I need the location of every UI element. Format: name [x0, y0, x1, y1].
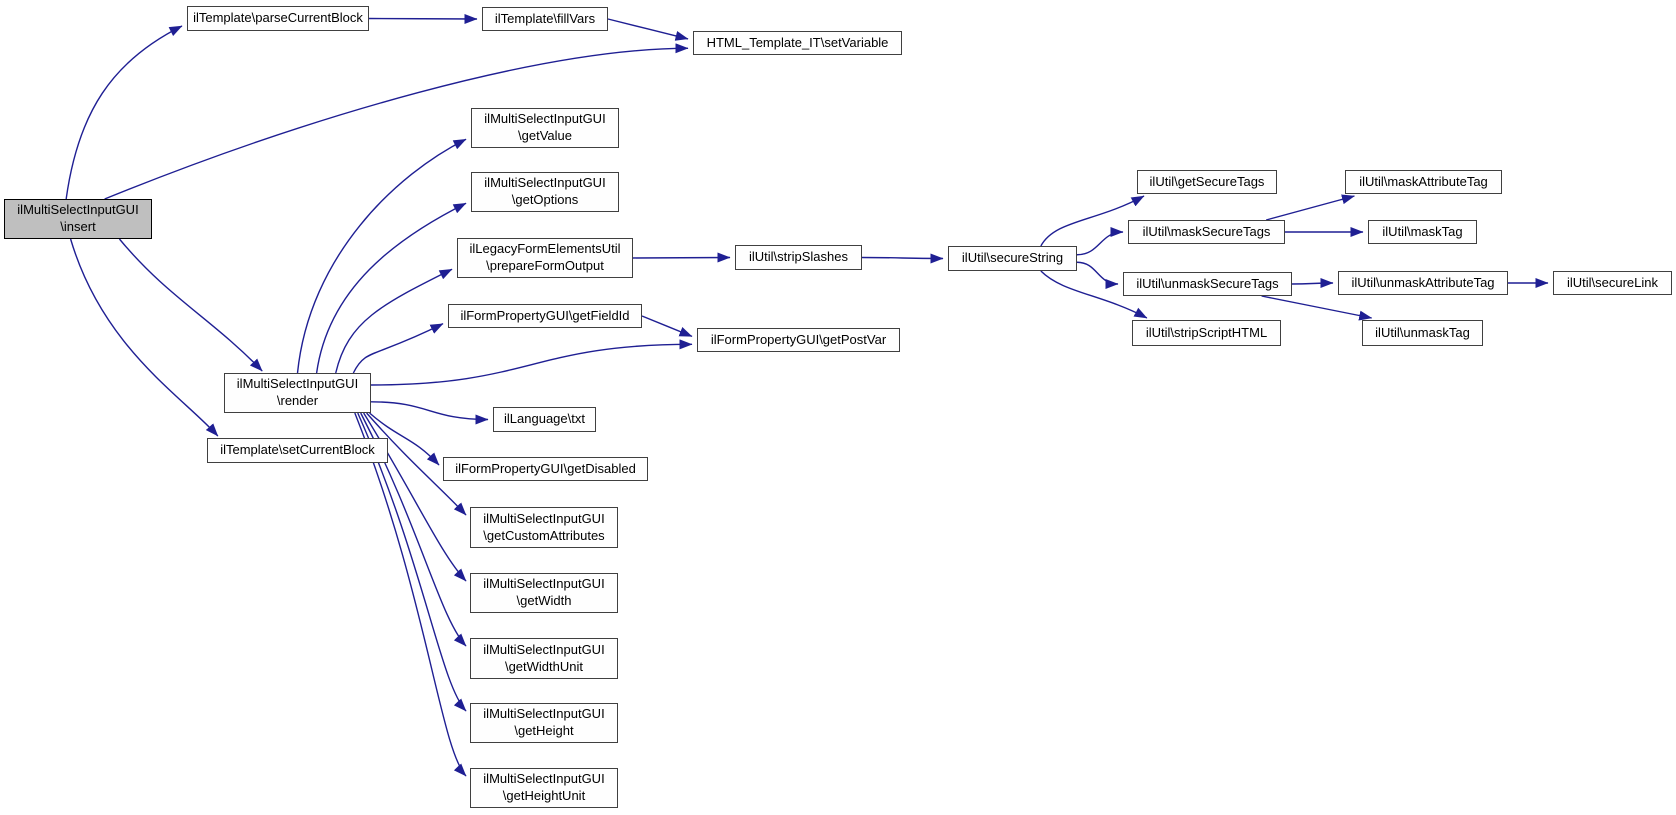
node-label: \getWidthUnit — [504, 658, 584, 674]
node-label: \getValue — [518, 128, 572, 143]
graph-node-render[interactable]: ilMultiSelectInputGUI\render — [224, 373, 371, 413]
graph-node-getDisabled[interactable]: ilFormPropertyGUI\getDisabled — [443, 457, 648, 481]
node-label: ilFormPropertyGUI\getPostVar — [710, 331, 887, 347]
node-label: ilUtil\stripSlashes — [749, 249, 848, 265]
node-label: \getWidth — [516, 593, 572, 608]
node-label: \getHeightUnit — [502, 788, 586, 803]
node-label: ilUtil\maskTag — [1382, 223, 1463, 239]
edge-secureString-unmaskSecureTags — [1076, 261, 1119, 289]
graph-node-stripScriptHTML[interactable]: ilUtil\stripScriptHTML — [1132, 320, 1281, 346]
node-label: ilUtil\getSecureTags — [1149, 173, 1265, 189]
graph-node-secureString[interactable]: ilUtil\secureString — [948, 246, 1077, 271]
graph-node-getWidthUnit[interactable]: ilMultiSelectInputGUI\getWidthUnit — [470, 638, 618, 679]
node-label: ilMultiSelectInputGUI — [17, 202, 139, 218]
node-label: \getCustomAttributes — [483, 527, 605, 543]
edge-render-getCustomAttributes — [366, 412, 467, 516]
graph-node-secureLink[interactable]: ilUtil\secureLink — [1553, 271, 1672, 295]
graph-node-unmaskSecureTags[interactable]: ilUtil\unmaskSecureTags — [1123, 272, 1292, 296]
node-label: ilMultiSelectInputGUI — [483, 771, 605, 787]
node-label: ilMultiSelectInputGUI — [236, 376, 359, 392]
node-label: ilUtil\unmaskAttributeTag — [1351, 274, 1495, 290]
edge-secureString-maskSecureTags — [1076, 227, 1124, 256]
node-label: ilUtil\secureString — [961, 250, 1064, 266]
node-label: \getOptions — [511, 192, 579, 207]
node-label: \getHeight — [514, 723, 574, 738]
edge-insert-setCurrentBlock — [69, 238, 219, 437]
node-label: ilUtil\stripScriptHTML — [1145, 324, 1268, 340]
node-label: ilMultiSelectInputGUI — [483, 576, 605, 592]
graph-node-getHeightUnit[interactable]: ilMultiSelectInputGUI\getHeightUnit — [470, 768, 618, 808]
node-label: ilFormPropertyGUI\getFieldId — [460, 307, 630, 323]
node-label: ilMultiSelectInputGUI — [483, 641, 605, 657]
graph-node-maskSecureTags[interactable]: ilUtil\maskSecureTags — [1128, 220, 1285, 244]
node-label: ilMultiSelectInputGUI — [484, 175, 606, 191]
node-label: ilTemplate\setCurrentBlock — [220, 442, 375, 458]
edge-render-getFieldId — [352, 323, 444, 374]
graph-node-unmaskAttributeTag[interactable]: ilUtil\unmaskAttributeTag — [1338, 271, 1508, 295]
edge-render-prepareFormOutput — [335, 268, 453, 374]
graph-node-prepareFormOutput[interactable]: ilLegacyFormElementsUtil\prepareFormOutp… — [457, 238, 633, 278]
edge-render-getValue — [296, 138, 467, 374]
node-label: \prepareFormOutput — [486, 258, 604, 273]
edge-fillVars-setVariable — [607, 18, 689, 41]
node-label: ilUtil\maskSecureTags — [1142, 223, 1271, 239]
node-label: ilLegacyFormElementsUtil — [469, 241, 621, 257]
node-label: ilMultiSelectInputGUI — [483, 510, 605, 526]
graph-node-setVariable[interactable]: HTML_Template_IT\setVariable — [693, 31, 902, 55]
graph-node-getWidth[interactable]: ilMultiSelectInputGUI\getWidth — [470, 573, 618, 613]
edge-stripSlashes-secureString — [861, 253, 944, 264]
edge-insert-render — [118, 238, 263, 372]
graph-node-getSecureTags[interactable]: ilUtil\getSecureTags — [1137, 170, 1277, 194]
node-label: ilMultiSelectInputGUI — [484, 111, 606, 127]
node-label: \insert — [60, 219, 96, 234]
edge-render-txt — [370, 401, 489, 425]
graph-node-getPostVar[interactable]: ilFormPropertyGUI\getPostVar — [697, 328, 900, 352]
node-label: \render — [276, 393, 319, 408]
edge-render-getHeightUnit — [354, 412, 467, 777]
edge-secureString-stripScriptHTML — [1040, 270, 1148, 319]
edge-render-getPostVar — [370, 339, 693, 386]
graph-node-getCustomAttributes[interactable]: ilMultiSelectInputGUI\getCustomAttribute… — [470, 507, 618, 548]
edge-prepareFormOutput-stripSlashes — [632, 252, 731, 263]
graph-node-maskTag[interactable]: ilUtil\maskTag — [1368, 220, 1477, 244]
node-label: ilUtil\secureLink — [1566, 274, 1659, 290]
graph-node-getHeight[interactable]: ilMultiSelectInputGUI\getHeight — [470, 703, 618, 743]
node-label: ilTemplate\parseCurrentBlock — [193, 10, 363, 26]
edge-insert-parseCurrentBlock — [65, 25, 183, 200]
graph-node-getOptions[interactable]: ilMultiSelectInputGUI\getOptions — [471, 172, 619, 212]
edge-insert-setVariable — [104, 43, 689, 200]
edge-render-getDisabled — [369, 412, 440, 466]
edge-render-getOptions — [315, 202, 467, 374]
edge-secureString-getSecureTags — [1040, 195, 1145, 247]
graph-node-stripSlashes[interactable]: ilUtil\stripSlashes — [735, 245, 862, 270]
graph-node-setCurrentBlock[interactable]: ilTemplate\setCurrentBlock — [207, 438, 388, 463]
graph-node-fillVars[interactable]: ilTemplate\fillVars — [482, 7, 608, 31]
graph-node-insert[interactable]: ilMultiSelectInputGUI\insert — [4, 199, 152, 239]
node-label: ilUtil\maskAttributeTag — [1359, 173, 1488, 189]
node-label: ilTemplate\fillVars — [494, 10, 596, 26]
node-label: ilMultiSelectInputGUI — [483, 706, 605, 722]
graph-node-maskAttributeTag[interactable]: ilUtil\maskAttributeTag — [1345, 170, 1502, 194]
edge-maskSecureTags-maskAttributeTag — [1265, 194, 1355, 221]
edge-getFieldId-getPostVar — [641, 315, 693, 338]
graph-node-parseCurrentBlock[interactable]: ilTemplate\parseCurrentBlock — [187, 6, 369, 31]
edge-render-getHeight — [357, 412, 467, 712]
node-label: ilUtil\unmaskTag — [1375, 324, 1470, 340]
graph-node-unmaskTag[interactable]: ilUtil\unmaskTag — [1362, 320, 1483, 346]
edge-parseCurrentBlock-fillVars — [368, 13, 478, 24]
edge-unmaskSecureTags-unmaskAttributeTag — [1291, 278, 1334, 289]
node-label: ilLanguage\txt — [504, 411, 585, 427]
graph-node-getFieldId[interactable]: ilFormPropertyGUI\getFieldId — [448, 304, 642, 328]
node-label: ilUtil\unmaskSecureTags — [1136, 275, 1279, 291]
graph-node-getValue[interactable]: ilMultiSelectInputGUI\getValue — [471, 108, 619, 148]
edge-unmaskSecureTags-unmaskTag — [1261, 295, 1373, 321]
node-label: ilFormPropertyGUI\getDisabled — [455, 460, 636, 476]
node-label: HTML_Template_IT\setVariable — [706, 34, 889, 50]
graph-node-txt[interactable]: ilLanguage\txt — [493, 407, 596, 432]
